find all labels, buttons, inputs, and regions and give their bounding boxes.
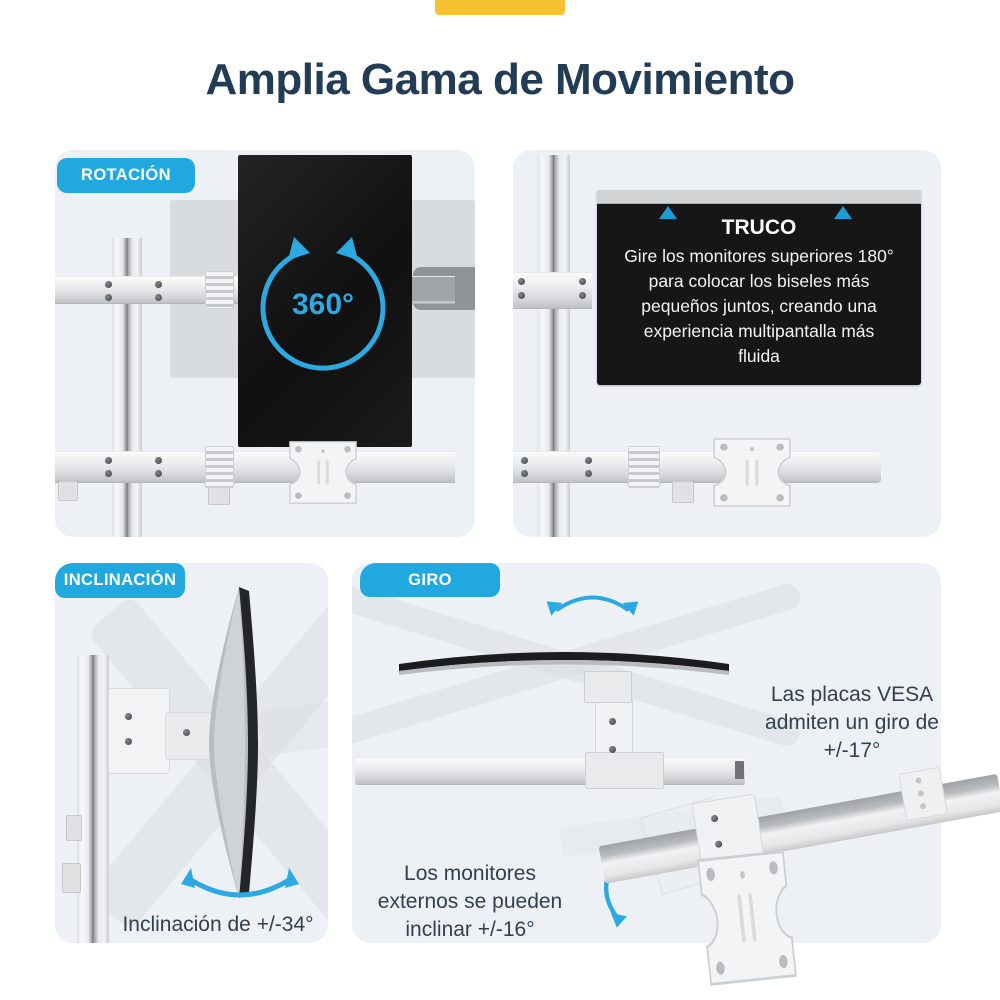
lower-crossbar-arm xyxy=(55,451,455,483)
screw xyxy=(105,294,112,301)
screw xyxy=(125,738,132,745)
truco-panel: TRUCO Gire los monitores superiores 180°… xyxy=(513,150,941,537)
caption-line: Las placas VESA xyxy=(770,683,934,706)
monitor-bottom-bezel xyxy=(597,190,921,204)
pole-tab xyxy=(66,815,82,841)
rotation-panel: 360° ROTACIÓN xyxy=(55,150,475,537)
accent-bar xyxy=(435,0,565,15)
caption-line: inclinar +/-16° xyxy=(405,918,535,941)
screw xyxy=(521,470,528,477)
screw xyxy=(585,457,592,464)
rotation-360-icon: 360° xyxy=(248,230,398,380)
joint-hole xyxy=(915,777,923,785)
lower-crossbar-arm xyxy=(513,451,881,483)
screw xyxy=(155,470,162,477)
screw xyxy=(521,457,528,464)
caption-line: admiten un giro de xyxy=(765,711,939,734)
screw xyxy=(518,278,525,285)
screw xyxy=(105,457,112,464)
tilt-bracket xyxy=(108,688,170,774)
screw xyxy=(609,746,616,753)
truco-body: Gire los monitores superiores 180° para … xyxy=(597,244,921,369)
portrait-monitor: 360° xyxy=(238,155,412,447)
vesa-plate-icon xyxy=(289,441,357,504)
screw xyxy=(518,292,525,299)
mount-pole xyxy=(77,655,109,943)
rotation-circle-arrows-icon xyxy=(260,237,386,371)
screw xyxy=(579,278,586,285)
swivel-panel: Las placas VESA admiten un giro de +/-17… xyxy=(352,563,941,943)
screw xyxy=(609,718,616,725)
slider-bracket xyxy=(205,271,234,309)
truco-body-line: experiencia multipantalla más xyxy=(643,321,875,341)
inclination-section-label: INCLINACIÓN xyxy=(55,563,185,598)
slider-bracket xyxy=(628,446,660,488)
pole-tab xyxy=(62,863,81,893)
vesa-swivel-caption: Las placas VESA admiten un giro de +/-17… xyxy=(752,681,941,765)
screw xyxy=(155,281,162,288)
caption-line: externos se pueden xyxy=(377,890,563,913)
caption-line: Los monitores xyxy=(404,862,536,885)
rotation-angle-label: 360° xyxy=(291,288,355,321)
screw xyxy=(105,281,112,288)
pole-bracket-plate xyxy=(513,272,592,309)
screw xyxy=(710,814,719,823)
vesa-plate-icon xyxy=(713,438,791,507)
side-view-monitor xyxy=(209,587,258,898)
joint-hole xyxy=(917,789,925,797)
joint-hole xyxy=(919,802,927,810)
external-tilt-caption: Los monitores externos se pueden inclina… xyxy=(370,860,570,943)
upper-crossbar-far-segment xyxy=(412,277,455,301)
truco-title: TRUCO xyxy=(721,216,797,239)
screw xyxy=(183,729,190,736)
inclination-caption: Inclinación de +/-34° xyxy=(122,913,314,936)
hook-tab xyxy=(672,481,694,503)
slider-bracket xyxy=(205,446,234,488)
truco-body-line: pequeños juntos, creando una xyxy=(641,296,877,316)
vesa-plate-icon xyxy=(697,850,797,986)
arrow-up-icon xyxy=(659,206,677,219)
swivel-arc-arrow-icon xyxy=(546,595,639,616)
page-title: Amplia Gama de Movimiento xyxy=(205,55,795,104)
top-view-monitor xyxy=(399,652,729,675)
horizontal-rail xyxy=(355,757,745,785)
swivel-section-label: GIRO xyxy=(360,563,500,597)
rail-clamp xyxy=(585,752,664,789)
caption-line: +/-17° xyxy=(823,739,881,762)
swivel-head-bracket xyxy=(584,671,632,703)
rail-end-cap xyxy=(735,761,744,779)
screw xyxy=(155,457,162,464)
screw xyxy=(714,840,723,849)
screw xyxy=(125,713,132,720)
arrow-up-icon xyxy=(834,206,852,219)
hook-tab xyxy=(58,481,78,501)
truco-body-line: para colocar los biseles más xyxy=(648,271,870,291)
flipped-monitor-screen: TRUCO Gire los monitores superiores 180°… xyxy=(597,190,921,385)
truco-body-line: fluida xyxy=(738,346,780,366)
inclination-panel: Inclinación de +/-34° INCLINACIÓN xyxy=(55,563,328,943)
tilt-arc-arrow-icon xyxy=(181,868,299,898)
screw xyxy=(155,294,162,301)
truco-body-line: Gire los monitores superiores 180° xyxy=(624,246,894,266)
tilt-arm xyxy=(165,712,214,760)
screw xyxy=(585,470,592,477)
rotation-section-label: ROTACIÓN xyxy=(57,158,195,193)
screw xyxy=(579,292,586,299)
arm-joint-block xyxy=(898,766,948,822)
screw xyxy=(105,470,112,477)
